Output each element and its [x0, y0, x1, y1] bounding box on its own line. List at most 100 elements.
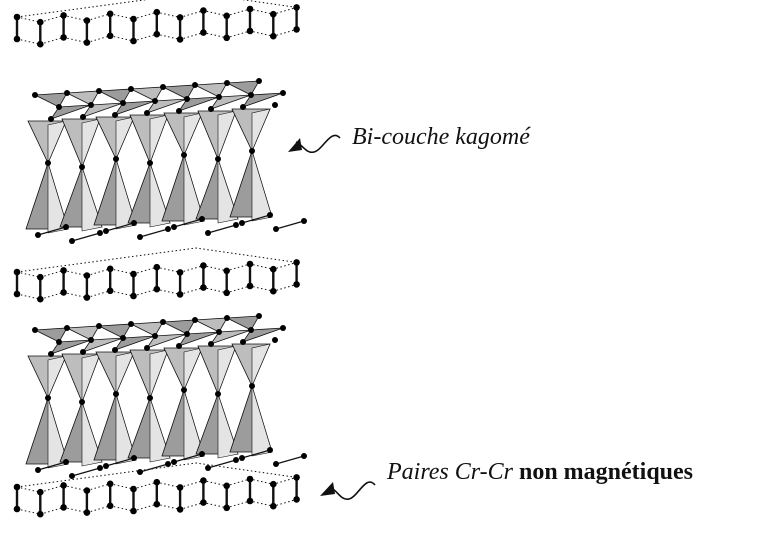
- kagome-triangle: [65, 325, 100, 341]
- cr-atom: [60, 504, 67, 511]
- kagome-bond: [71, 232, 101, 242]
- cr-atom: [215, 391, 221, 397]
- tetrahedron-face: [217, 345, 237, 395]
- cr-atom: [147, 160, 153, 166]
- cr-atom: [176, 14, 184, 21]
- cr-atom: [144, 345, 150, 351]
- tetrahedron-face: [251, 385, 273, 457]
- tetrahedron-face: [183, 154, 205, 226]
- kagome-triangle: [129, 86, 164, 102]
- tetrahedron-face: [251, 108, 271, 152]
- cr-atom: [184, 331, 190, 337]
- tetrahedron-face: [115, 393, 137, 465]
- cr-atom: [256, 78, 262, 84]
- cr-atom: [270, 287, 277, 295]
- kagome-bond: [173, 453, 203, 463]
- cr-atom: [270, 32, 277, 40]
- kagome-triangle: [65, 90, 100, 106]
- cr-pairs-text: Paires Cr-Cr: [387, 459, 513, 485]
- cr-atom: [246, 260, 254, 268]
- cr-atom: [60, 12, 67, 19]
- cr-atom: [223, 34, 230, 42]
- kagome-bond: [207, 224, 237, 234]
- cr-atom: [267, 447, 273, 453]
- dimer-layer-top: [13, 0, 300, 48]
- cr-atom: [248, 327, 254, 333]
- cr-atom: [223, 12, 230, 20]
- cr-atom: [97, 230, 103, 236]
- cr-atom: [153, 30, 161, 38]
- tetrahedron-face: [115, 158, 137, 230]
- cr-atom: [184, 96, 190, 102]
- cr-atom: [60, 34, 67, 41]
- cr-atom: [128, 86, 134, 92]
- dimer-layer-middle: [13, 247, 300, 303]
- cr-atom: [224, 80, 230, 86]
- kagome-bond: [71, 467, 101, 477]
- cr-atom: [248, 92, 254, 98]
- layer-outline: [16, 462, 297, 488]
- cr-atom: [273, 226, 279, 232]
- cr-atom: [60, 482, 67, 489]
- cr-atom: [131, 220, 137, 226]
- tetrahedron-face: [251, 343, 271, 387]
- dimer-layer-bottom: [13, 462, 300, 518]
- cr-atom: [37, 510, 44, 518]
- cr-atom: [83, 39, 91, 46]
- cr-atom: [113, 391, 119, 397]
- cr-atom: [96, 88, 102, 94]
- cr-atom: [56, 104, 62, 110]
- cr-atom: [267, 212, 273, 218]
- tetrahedron-face: [47, 397, 69, 469]
- cr-atom: [293, 4, 300, 11]
- cr-atom: [233, 457, 239, 463]
- cr-atom: [48, 116, 54, 122]
- tetrahedron-face: [251, 150, 273, 222]
- cr-atom: [293, 26, 300, 33]
- kagome-triangle: [193, 82, 228, 98]
- cr-atom: [240, 339, 246, 345]
- cr-atom: [152, 333, 158, 339]
- cr-atom: [176, 484, 184, 491]
- cr-atom: [280, 90, 286, 96]
- tetrahedron-face: [47, 162, 69, 234]
- cr-atom: [96, 323, 102, 329]
- cr-atom: [45, 160, 51, 166]
- cr-atom: [208, 341, 214, 347]
- kagome-triangle: [225, 315, 260, 331]
- cr-atom: [106, 10, 114, 18]
- cr-atom: [83, 487, 91, 494]
- cr-atom: [181, 152, 187, 158]
- cr-atom: [171, 224, 177, 230]
- cr-atom: [131, 455, 137, 461]
- tetrahedron-face: [149, 349, 169, 399]
- cr-atom: [200, 262, 207, 269]
- cr-atom: [45, 395, 51, 401]
- wavy-arrow-icon: [295, 134, 341, 154]
- tetrahedron-face: [47, 355, 67, 399]
- cr-atom: [176, 108, 182, 114]
- tetrahedron-face: [47, 120, 67, 164]
- kagome-triangle: [161, 84, 196, 100]
- cr-atom: [216, 94, 222, 100]
- cr-atom: [37, 488, 44, 496]
- cr-atom: [270, 10, 277, 18]
- cr-atom: [246, 282, 254, 290]
- cr-atom: [176, 291, 184, 298]
- cr-atom: [192, 317, 198, 323]
- cr-atom: [37, 40, 44, 48]
- cr-atom: [165, 226, 171, 232]
- cr-atom: [165, 461, 171, 467]
- cr-atom: [97, 465, 103, 471]
- cr-atom: [69, 238, 75, 244]
- cr-atom: [13, 35, 21, 43]
- cr-atom: [233, 222, 239, 228]
- cr-atom: [256, 313, 262, 319]
- cr-atom: [200, 284, 207, 291]
- cr-atom: [80, 349, 86, 355]
- cr-atom: [13, 483, 21, 491]
- cr-atom: [88, 102, 94, 108]
- cr-atom: [216, 329, 222, 335]
- cr-atom: [176, 343, 182, 349]
